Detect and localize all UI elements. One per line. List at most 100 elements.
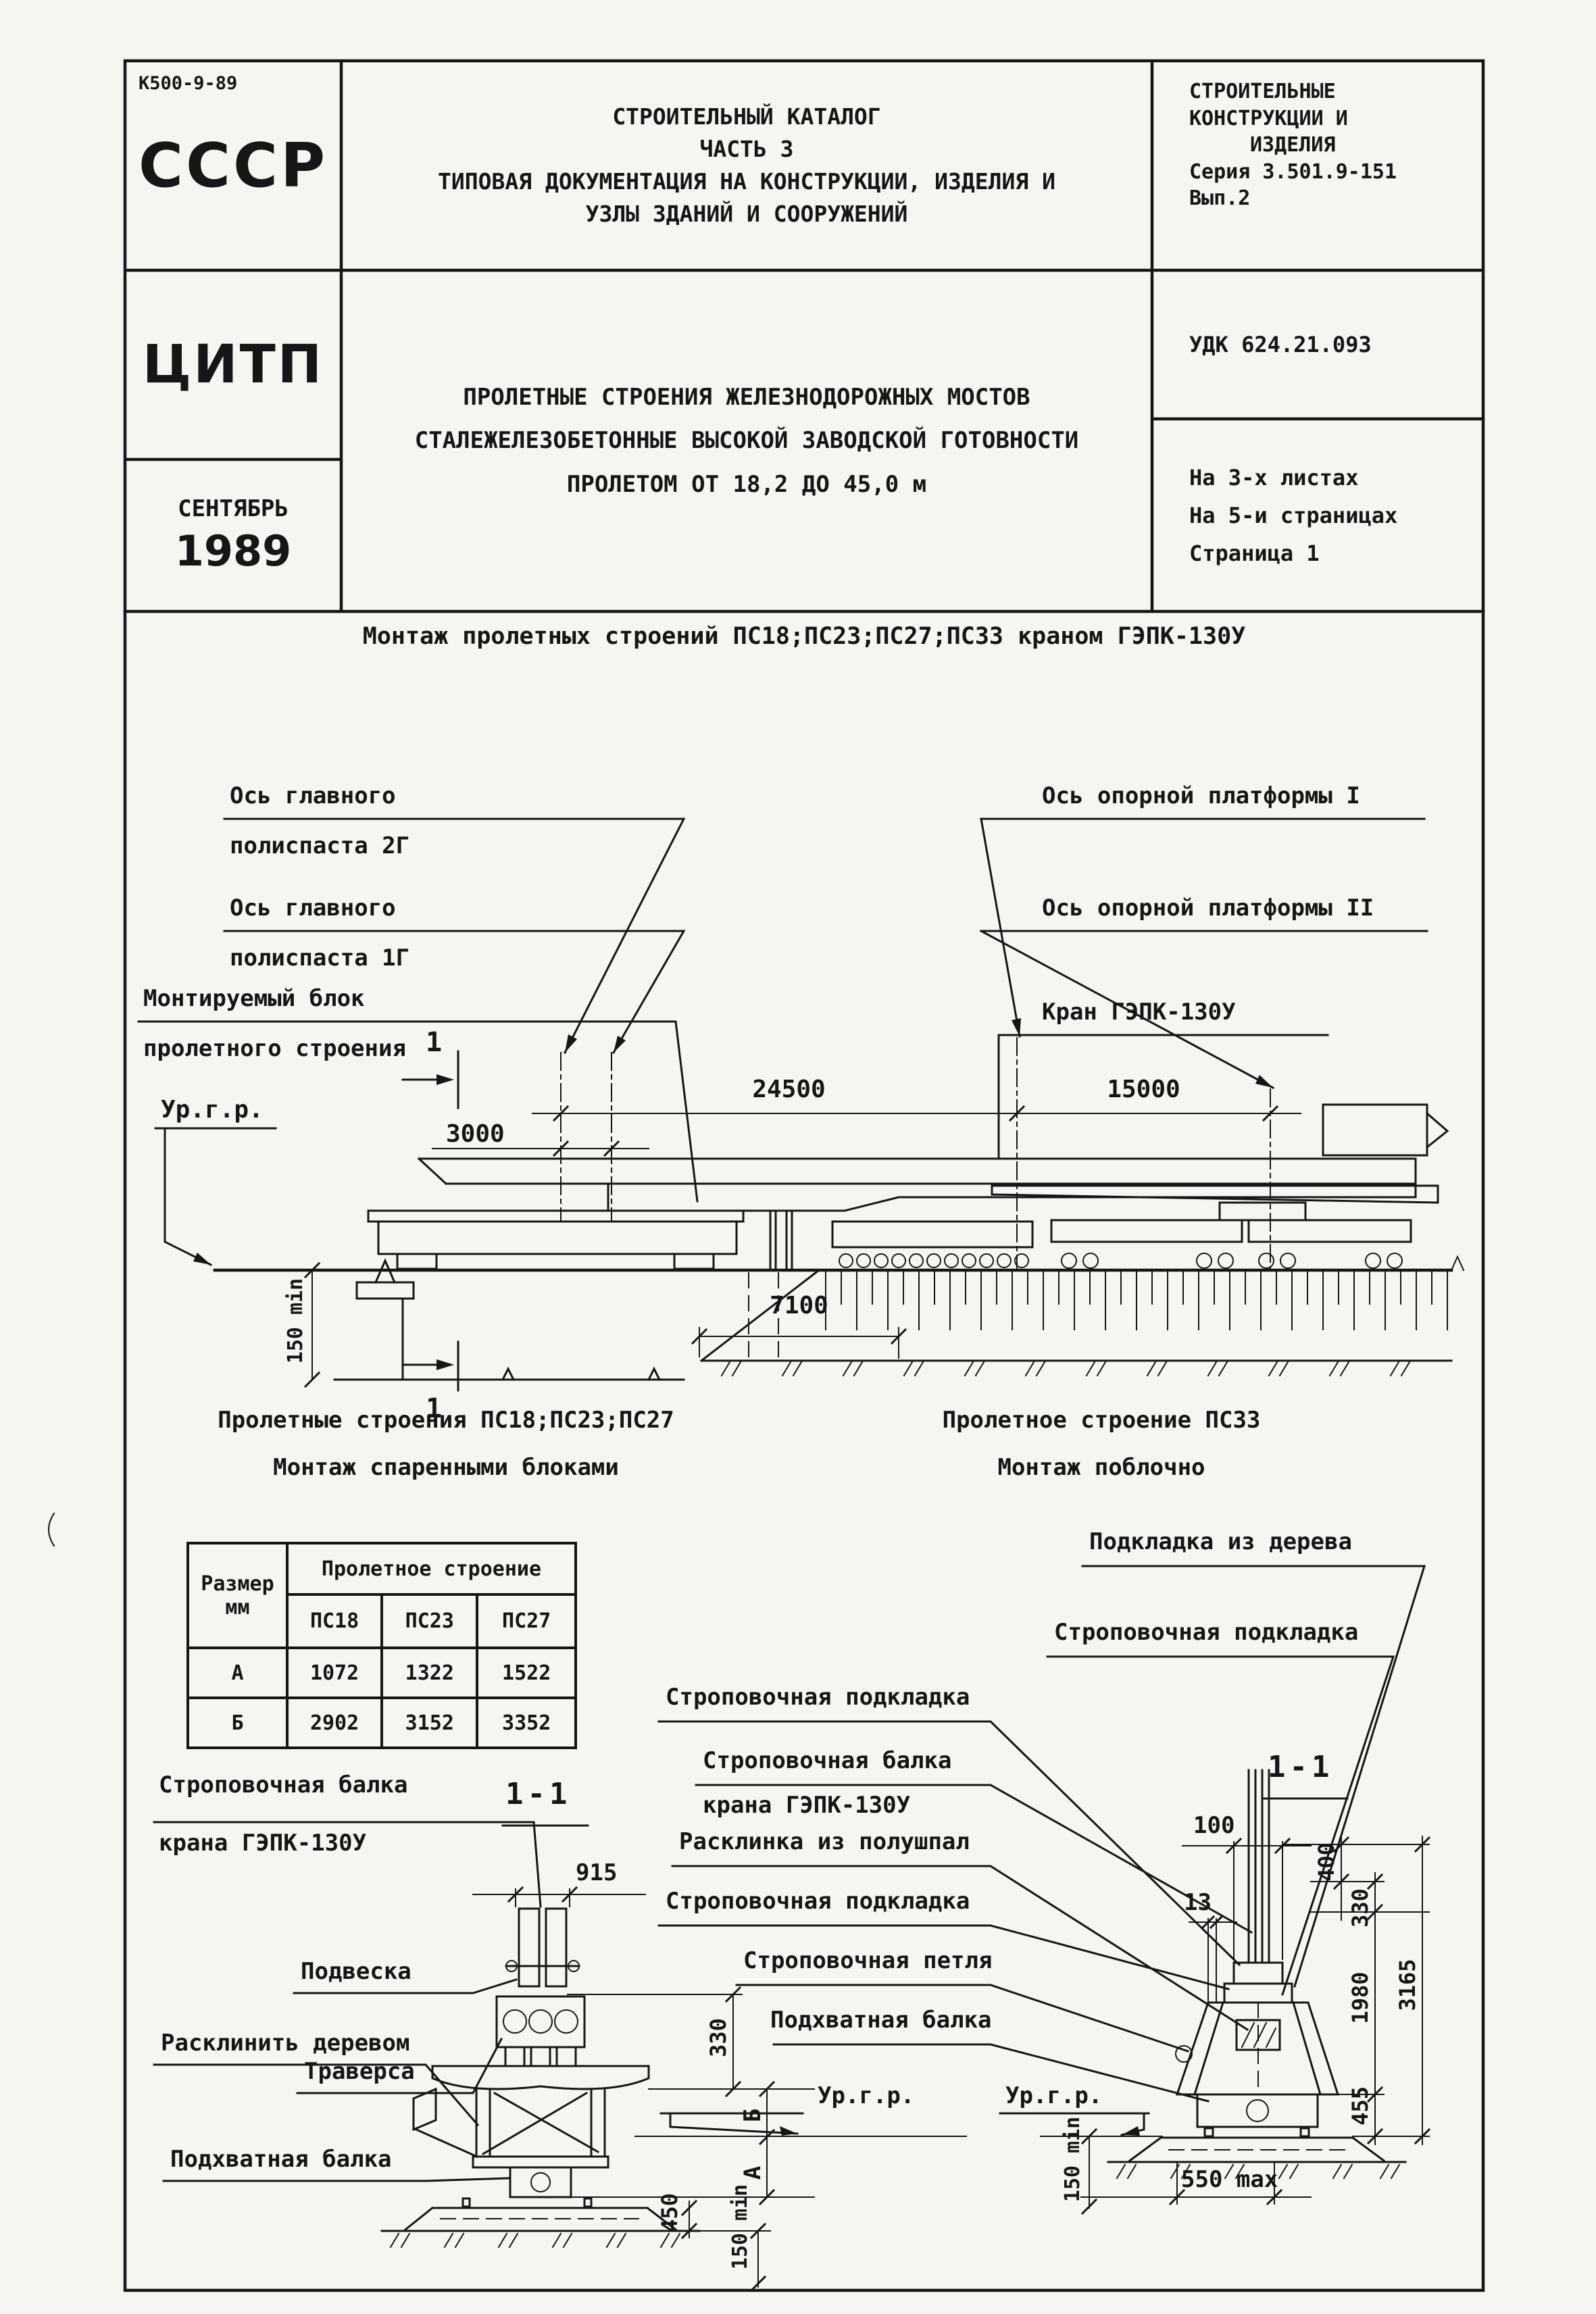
secR-label-sling-loop: Строповочная петля — [743, 1947, 993, 1974]
sheet-frame — [48, 609, 1485, 2292]
series-line-4: Серия 3.501.9-151 — [1189, 159, 1397, 184]
elevation-dimensions — [303, 1105, 1301, 1388]
elevation-axes — [560, 1037, 1271, 1271]
series-line-2: КОНСТРУКЦИИ И — [1189, 106, 1348, 130]
table-row-b-v3: 3352 — [476, 1696, 577, 1749]
caption-left-line1: Пролетные строения ПС18;ПС23;ПС27 — [218, 1407, 674, 1434]
secR-label-sling-pad-2: Строповочная подкладка — [666, 1684, 970, 1711]
label-polyspast-1g-line1: Ось главного — [230, 895, 396, 922]
secL-label-sling-beam-line2: крана ГЭПК-130У — [159, 1830, 367, 1857]
secL-label-pickup-beam: Подхватная балка — [170, 2146, 392, 2173]
secL-label-traverse: Траверса — [304, 2058, 415, 2085]
catalog-line-1: СТРОИТЕЛЬНЫЙ КАТАЛОГ — [612, 103, 881, 130]
girder-and-crane — [367, 1103, 1449, 1270]
dim-15000: 15000 — [1107, 1076, 1180, 1103]
section-mark-top: 1 — [426, 1027, 443, 1058]
label-polyspast-1g-line2: полиспаста 1Г — [230, 945, 410, 972]
secR-label-pickup-beam: Подхватная балка — [770, 2007, 992, 2034]
dim-150min-elevation: 150 min — [284, 1278, 307, 1364]
org-ussr: СССР — [138, 130, 328, 201]
caption-right-line2: Монтаж поблочно — [997, 1454, 1205, 1481]
secL-label-sling-beam-line1: Строповочная балка — [159, 1771, 408, 1799]
secR-dim-330: 330 — [1347, 1888, 1373, 1928]
secL-dim-450: 450 — [657, 2193, 682, 2232]
subject-line-3: ПРОЛЕТОМ ОТ 18,2 ДО 45,0 м — [566, 470, 927, 498]
section-marks — [401, 1050, 459, 1392]
table-row-b-name: Б — [186, 1696, 289, 1749]
table-row-a-v3: 1522 — [476, 1646, 577, 1699]
table-corner-cell: Размер мм — [186, 1542, 289, 1649]
secR-dim-3165: 3165 — [1395, 1959, 1420, 2011]
dim-24500: 24500 — [752, 1076, 826, 1103]
label-polyspast-2g-line2: полиспаста 2Г — [230, 832, 410, 859]
elevation-leaders — [137, 818, 1428, 1267]
secR-dim-455: 455 — [1347, 2086, 1373, 2126]
secL-dim-915: 915 — [576, 1859, 618, 1886]
label-mounted-block-line2: пролетного строения — [143, 1035, 406, 1062]
table-row-a-name: А — [186, 1646, 289, 1699]
secR-label-sling-pad-3: Строповочная подкладка — [666, 1888, 970, 1915]
secR-label-sling-pad-1: Строповочная подкладка — [1054, 1619, 1359, 1646]
caption-right-line1: Пролетное строение ПС33 — [942, 1407, 1261, 1434]
secR-dim-100: 100 — [1193, 1812, 1235, 1839]
secR-label-rail-level: Ур.г.р. — [1005, 2082, 1103, 2109]
secL-dim-330: 330 — [705, 2018, 731, 2057]
dim-7100: 7100 — [770, 1292, 828, 1319]
label-polyspast-2g-line1: Ось главного — [230, 782, 396, 809]
udk: УДК 624.21.093 — [1189, 332, 1372, 357]
catalog-line-4: УЗЛЫ ЗДАНИЙ И СООРУЖЕНИЙ — [585, 200, 908, 227]
series-line-5: Вып.2 — [1189, 186, 1251, 211]
stamp-grid — [123, 59, 1485, 613]
org-citp-cell: ЦИТП — [125, 270, 341, 459]
label-rail-level-elevation: Ур.г.р. — [161, 1096, 264, 1124]
label-mounted-block-line1: Монтируемый блок — [143, 985, 365, 1012]
sheets-cell: На 3-х листах На 5-и страницах Страница … — [1152, 419, 1483, 611]
org-ussr-cell: СССР — [125, 61, 341, 270]
table-corner-line2: мм — [225, 1595, 250, 1619]
subject-cell: ПРОЛЕТНЫЕ СТРОЕНИЯ ЖЕЛЕЗНОДОРОЖНЫХ МОСТО… — [341, 270, 1152, 611]
stamp-month: СЕНТЯБРЬ — [178, 495, 289, 522]
secL-dim-b: Б — [739, 2108, 766, 2123]
drawing-title: Монтаж пролетных строений ПС18;ПС23;ПС27… — [362, 623, 1246, 650]
table-row-b-v1: 2902 — [285, 1696, 384, 1749]
subject-line-1: ПРОЛЕТНЫЕ СТРОЕНИЯ ЖЕЛЕЗНОДОРОЖНЫХ МОСТО… — [463, 383, 1030, 411]
sheets-line-2: На 5-и страницах — [1189, 502, 1398, 528]
catalog-line-3: ТИПОВАЯ ДОКУМЕНТАЦИЯ НА КОНСТРУКЦИИ, ИЗД… — [438, 168, 1055, 195]
secL-dim-150min: 150 min — [728, 2184, 752, 2270]
table-span-header: Пролетное строение — [285, 1542, 578, 1596]
sheets-line-1: На 3-х листах — [1189, 464, 1359, 491]
label-platform-1: Ось опорной платформы I — [1042, 782, 1360, 809]
doc-code: К500-9-89 — [139, 73, 238, 94]
table-col-ps18: ПС18 — [285, 1593, 384, 1649]
table-row-a-v1: 1072 — [285, 1646, 384, 1699]
table-row-b-v2: 3152 — [380, 1696, 479, 1749]
secR-label-sling-beam-line2: крана ГЭПК-130У — [703, 1792, 911, 1819]
udk-cell: УДК 624.21.093 — [1152, 270, 1483, 419]
secL-label-wedge: Расклинить деревом — [161, 2030, 410, 2057]
secL-label-rail-level: Ур.г.р. — [818, 2082, 915, 2109]
table-row-a-v2: 1322 — [380, 1646, 479, 1699]
secR-dim-1980: 1980 — [1347, 1971, 1373, 2024]
label-platform-2: Ось опорной платформы II — [1042, 895, 1374, 922]
secR-label-sling-beam-line1: Строповочная балка — [703, 1747, 952, 1774]
caption-left-line2: Монтаж спаренными блоками — [273, 1454, 619, 1481]
org-citp: ЦИТП — [142, 334, 324, 395]
sheets-line-3: Страница 1 — [1189, 540, 1320, 566]
dim-3000: 3000 — [446, 1120, 505, 1148]
secL-label-hanger: Подвеска — [301, 1958, 412, 1985]
secR-dim-550max: 550 max — [1181, 2166, 1278, 2193]
terrain — [213, 1255, 1465, 1382]
secL-title: 1-1 — [505, 1777, 572, 1811]
table-col-ps23: ПС23 — [380, 1593, 479, 1649]
table-corner-line1: Размер — [201, 1571, 274, 1596]
secR-dim-400: 400 — [1314, 1842, 1339, 1882]
catalog-line-2: ЧАСТЬ 3 — [699, 136, 794, 163]
section-left — [153, 1821, 967, 2292]
table-col-ps27: ПС27 — [476, 1593, 577, 1649]
secR-label-wedge: Расклинка из полушпал — [679, 1828, 970, 1855]
subject-line-2: СТАЛЕЖЕЛЕЗОБЕТОННЫЕ ВЫСОКОЙ ЗАВОДСКОЙ ГО… — [414, 427, 1079, 455]
span-dimensions-table: Размер мм Пролетное строение ПС18 ПС23 П… — [186, 1542, 578, 1749]
series-line-1: СТРОИТЕЛЬНЫЕ — [1189, 80, 1336, 103]
